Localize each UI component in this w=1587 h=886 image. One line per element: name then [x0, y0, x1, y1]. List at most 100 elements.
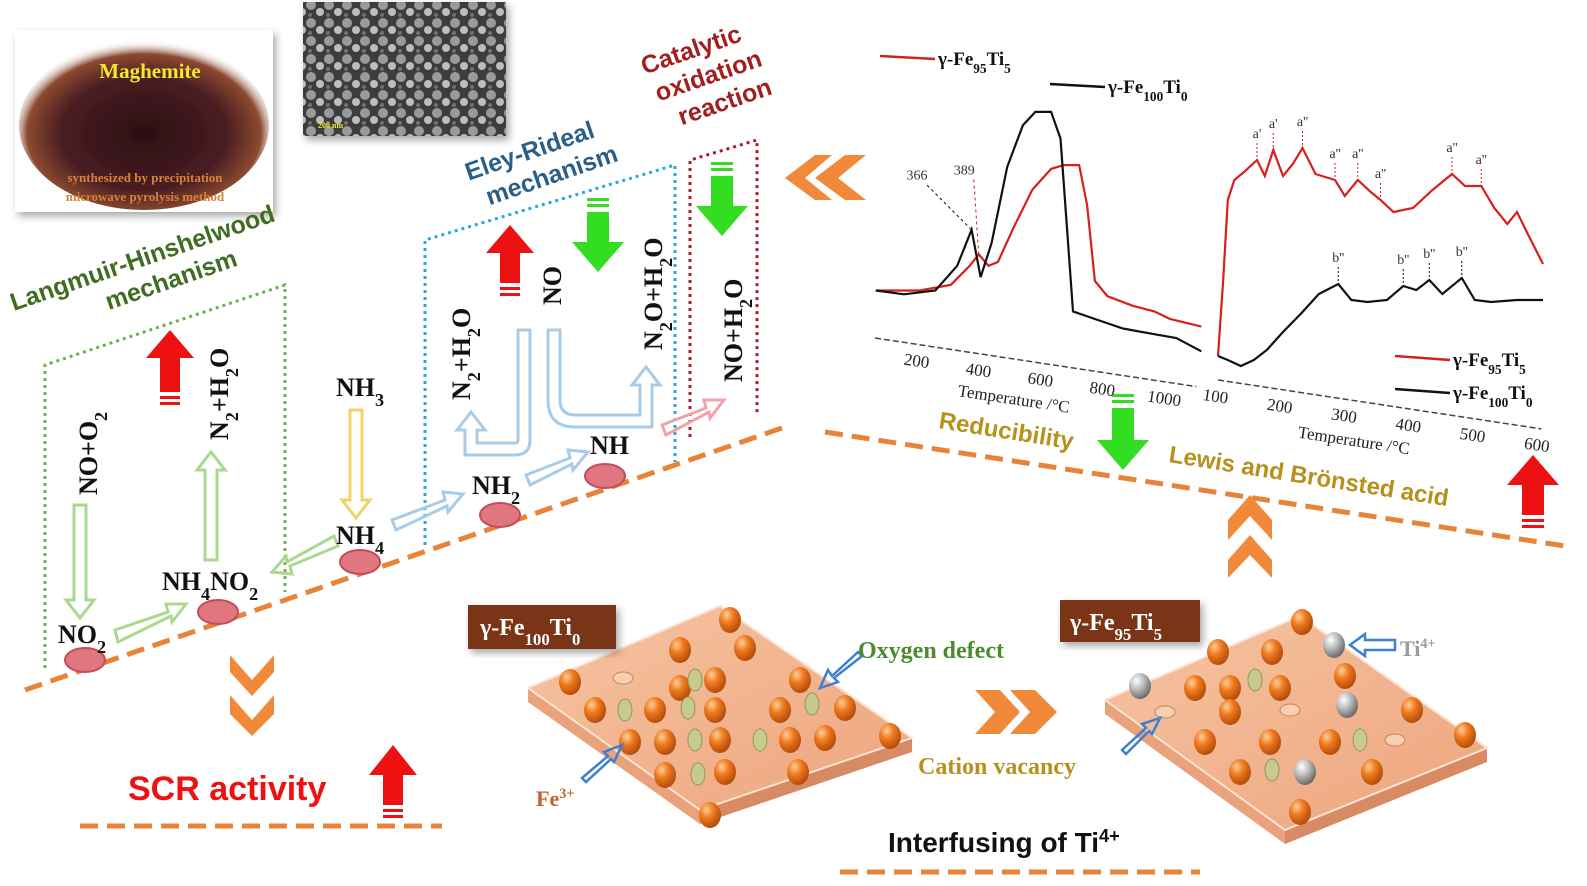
formula-part: NH — [472, 471, 511, 500]
oxygen-defect-label: Oxygen defect — [858, 638, 1004, 664]
formula-part: 2 — [511, 488, 520, 508]
plate-fe95ti5 — [1102, 609, 1490, 844]
fe3-ion — [879, 723, 901, 749]
formula-part: Ti — [1400, 636, 1420, 661]
red-up-arrow-acid — [1507, 455, 1559, 528]
arrow-nh3-to-nh4 — [338, 408, 374, 521]
oxygen-defect — [617, 698, 633, 722]
x-tick-label: 600 — [1523, 434, 1551, 457]
arrow-nh4-to-nh4no2 — [268, 533, 340, 576]
red-up-arrow-scr — [369, 745, 417, 818]
oxygen-defect — [752, 728, 768, 752]
sem-image: 200 nm — [303, 2, 506, 136]
maghemite-title: Maghemite — [99, 59, 200, 83]
urchin-shape — [19, 40, 269, 210]
sample-label-b: γ-Fe95Ti5 — [1060, 600, 1200, 644]
fe3-ion — [1289, 799, 1311, 825]
peak-label: a'' — [1375, 167, 1386, 182]
scr-activity-label: SCR activity — [128, 770, 326, 808]
ti4-ion — [1129, 673, 1151, 699]
cation-vacancy — [1279, 703, 1301, 717]
peak-label: b'' — [1332, 251, 1344, 266]
formula-part: 2 — [464, 372, 484, 381]
formula-part: 5 — [1154, 625, 1162, 644]
formula-part: 3 — [375, 390, 384, 410]
fe3-ion — [814, 725, 836, 751]
fe3-ion — [779, 727, 801, 753]
formula-part: NH — [336, 521, 375, 550]
formula-part: 5 — [1519, 362, 1526, 377]
formula-part: Interfusing of Ti — [888, 827, 1099, 858]
formula-part: O+H — [639, 267, 668, 322]
formula-part: 2 — [222, 368, 242, 377]
ti4-ion — [1294, 759, 1316, 785]
fe3-ion — [619, 729, 641, 755]
cat-dotted-box — [688, 137, 759, 437]
species-no-h2o: NO+H2O — [719, 279, 756, 382]
fe3-ion — [699, 802, 721, 828]
fe3-ion — [1401, 697, 1423, 723]
formula-part: Ti — [1508, 383, 1526, 404]
sample-a-text: γ-Fe100Ti0 — [479, 615, 580, 649]
fe3-label: Fe3+ — [536, 786, 575, 811]
oxygen-defect — [680, 696, 696, 720]
formula-part: O — [719, 279, 748, 299]
oxygen-defect — [687, 668, 703, 692]
fe3-ion — [1229, 759, 1251, 785]
series-line-1 — [875, 110, 1202, 353]
legend-swatch — [1394, 354, 1451, 362]
peak-leader — [973, 179, 980, 255]
peak-label: b'' — [1397, 253, 1409, 268]
formula-part: Ti — [550, 615, 573, 641]
arrow-fe3 — [580, 742, 625, 784]
legend-swatch — [1394, 387, 1451, 395]
arrow-no-o2-to-no2 — [62, 503, 98, 621]
formula-part: 2 — [249, 584, 258, 604]
fe3-ion — [704, 697, 726, 723]
oxygen-defect — [687, 728, 703, 752]
formula-part: 5 — [1004, 61, 1011, 76]
series-line-0 — [875, 164, 1202, 328]
formula-part: N — [639, 331, 668, 350]
oxygen-defect — [1264, 758, 1280, 782]
formula-part: 4 — [375, 538, 384, 558]
formula-part: NO — [538, 266, 567, 305]
chevron-left-icon — [785, 155, 866, 200]
arrow-u-right — [546, 328, 664, 429]
site-no2 — [64, 647, 106, 673]
fe3-ion — [709, 727, 731, 753]
fe3-ion — [559, 669, 581, 695]
ti4-label: Ti4+ — [1400, 636, 1436, 661]
adsorption-sites — [64, 463, 626, 673]
fe3-ion — [1334, 663, 1356, 689]
x-tick-label: 500 — [1459, 424, 1487, 447]
cation-vacancy — [1384, 733, 1406, 747]
fe3-ion — [1219, 675, 1241, 701]
oxygen-defect — [1247, 668, 1263, 692]
peak-label: a' — [1253, 127, 1262, 142]
formula-part: NO+O — [74, 421, 103, 495]
legend-label: γ-Fe95Ti5 — [937, 49, 1011, 76]
legend-swatch — [1049, 82, 1106, 89]
species-nh4: NH4 — [336, 521, 384, 558]
arrow-nh4-to-nh2 — [390, 490, 466, 533]
legend-label: γ-Fe100Ti0 — [1107, 77, 1188, 104]
x-tick-label: 800 — [1088, 378, 1116, 401]
peak-leader — [926, 184, 972, 231]
peak-label: 389 — [954, 163, 975, 178]
formula-part: 3+ — [559, 786, 574, 802]
formula-part: NH — [336, 373, 375, 402]
formula-part: Ti — [1502, 350, 1520, 371]
chevron-up-icon — [1228, 495, 1272, 578]
red-up-arrow-lh — [146, 330, 194, 405]
species-no2: NO2 — [58, 620, 106, 657]
formula-part: Ti — [1131, 610, 1154, 636]
maghemite-caption-2: microwave pyrolysis method — [66, 189, 225, 204]
site-nh — [584, 463, 626, 489]
site-nh2 — [479, 502, 521, 528]
x-tick-label: 400 — [965, 359, 993, 382]
peak-label: b'' — [1456, 245, 1468, 260]
plate-top — [1102, 614, 1490, 832]
